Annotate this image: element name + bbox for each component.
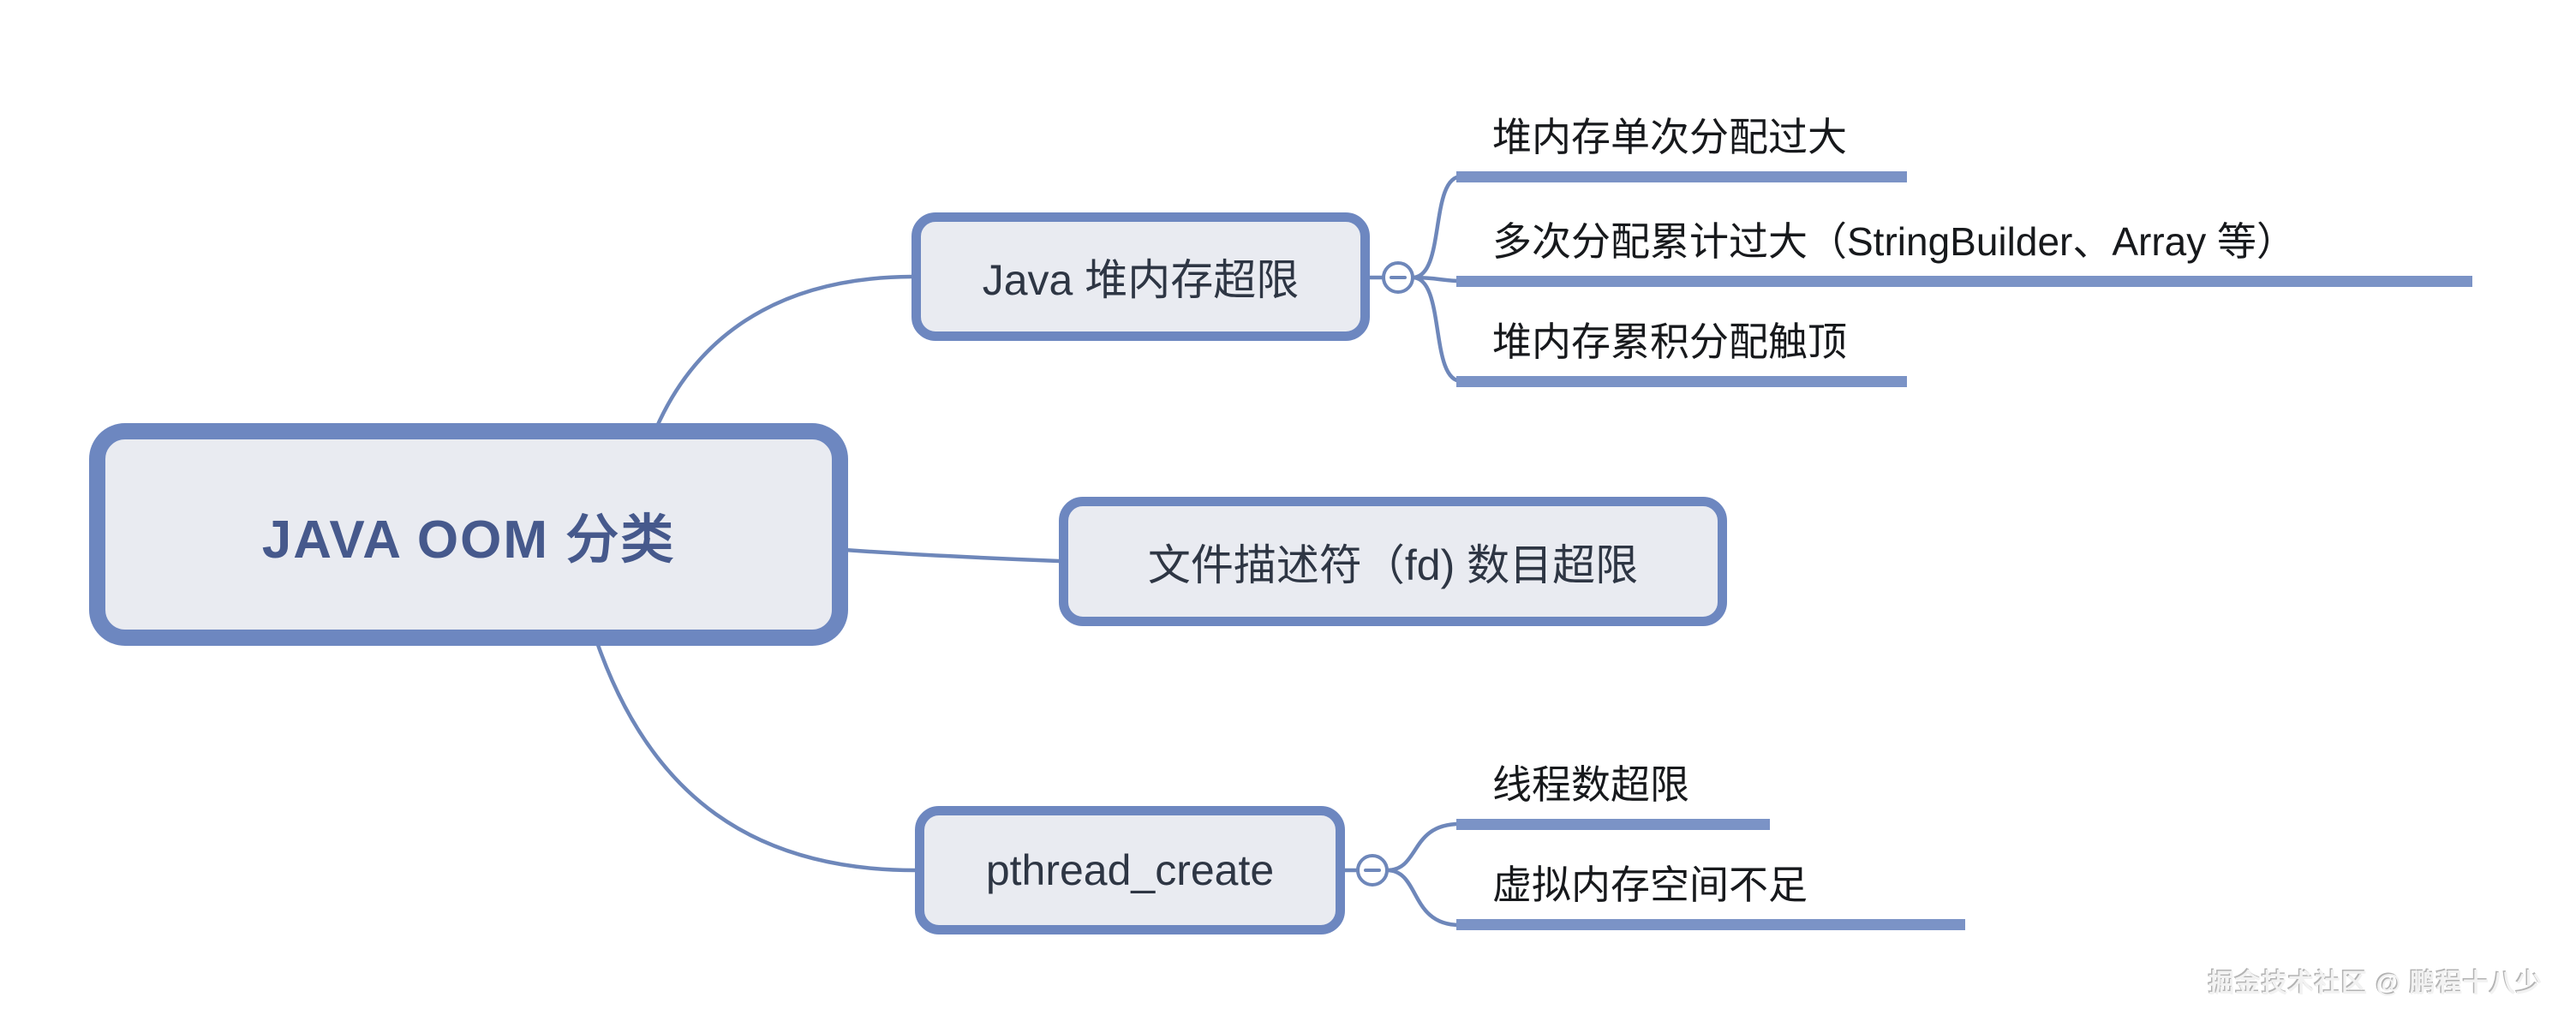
node-fd-limit-label: 文件描述符（fd) 数目超限: [1147, 540, 1639, 589]
connector-pthread-to-child-2: [1384, 868, 1462, 928]
leaf-heap-accumulated[interactable]: 堆内存累积分配触顶: [1456, 319, 1907, 387]
node-java-heap-label: Java 堆内存超限: [982, 256, 1300, 304]
leaf-label: 多次分配累计过大（StringBuilder、Array 等）: [1492, 219, 2297, 264]
leaf-heap-multi-alloc[interactable]: 多次分配累计过大（StringBuilder、Array 等）: [1456, 218, 2472, 287]
node-fd-limit[interactable]: 文件描述符（fd) 数目超限: [1059, 497, 1727, 626]
connector-root-to-fd: [842, 547, 1061, 564]
leaf-label: 堆内存单次分配过大: [1492, 115, 1847, 159]
leaf-thread-count[interactable]: 线程数超限: [1456, 761, 1770, 830]
watermark: 掘金技术社区 @ 鹏程十八少: [2208, 962, 2543, 1000]
connector-java-to-child-3: [1410, 275, 1464, 384]
node-pthread-create[interactable]: pthread_create: [915, 806, 1345, 934]
leaf-virtual-memory[interactable]: 虚拟内存空间不足: [1456, 862, 1965, 930]
collapse-toggle-icon[interactable]: [1382, 261, 1414, 294]
collapse-toggle-icon[interactable]: [1356, 854, 1389, 887]
watermark-text: 掘金技术社区 @ 鹏程十八少: [2208, 970, 2543, 998]
node-java-heap[interactable]: Java 堆内存超限: [911, 212, 1370, 341]
node-root[interactable]: JAVA OOM 分类: [89, 423, 848, 646]
connector-root-to-pthread: [595, 640, 917, 873]
node-root-label: JAVA OOM 分类: [261, 510, 676, 570]
leaf-heap-single-alloc[interactable]: 堆内存单次分配过大: [1456, 114, 1907, 182]
leaf-label: 虚拟内存空间不足: [1492, 863, 1808, 907]
connector-root-to-java-heap: [654, 274, 914, 431]
connector-pthread-to-child-1: [1384, 821, 1462, 873]
leaf-label: 线程数超限: [1492, 762, 1689, 807]
node-pthread-create-label: pthread_create: [985, 846, 1275, 894]
connector-java-to-child-1: [1410, 174, 1464, 280]
leaf-label: 堆内存累积分配触顶: [1492, 319, 1847, 364]
